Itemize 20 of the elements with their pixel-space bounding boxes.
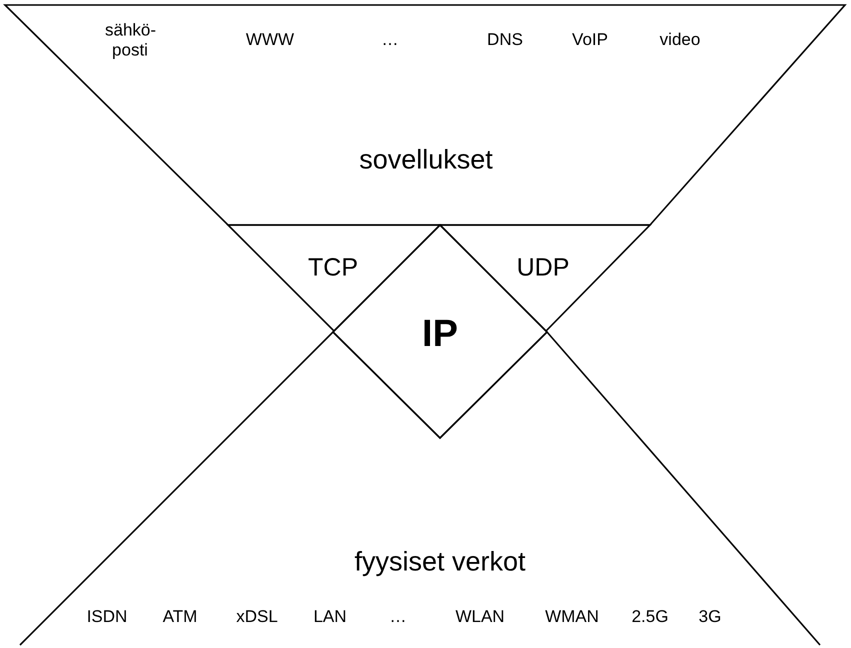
protocol-label: TCP [308,254,358,282]
application-label: video [660,30,700,50]
layer-label: sovellukset [359,144,493,176]
network-label: ATM [162,607,198,627]
application-label: WWW [246,30,294,50]
network-label: xDSL [236,607,278,627]
network-label: WLAN [455,607,505,627]
network-label: 2.5G [632,607,668,627]
network-label: 3G [698,607,722,627]
ellipsis: … [390,607,406,627]
ellipsis: … [382,30,398,50]
application-label: VoIP [572,30,608,50]
network-label: ISDN [86,607,128,627]
network-label: WMAN [545,607,599,627]
protocol-label: IP [422,313,458,357]
network-label: LAN [313,607,347,627]
protocol-label: UDP [516,254,570,282]
layer-label: fyysiset verkot [354,546,526,578]
application-label: DNS [487,30,523,50]
application-label: sähkö- posti [105,20,155,60]
